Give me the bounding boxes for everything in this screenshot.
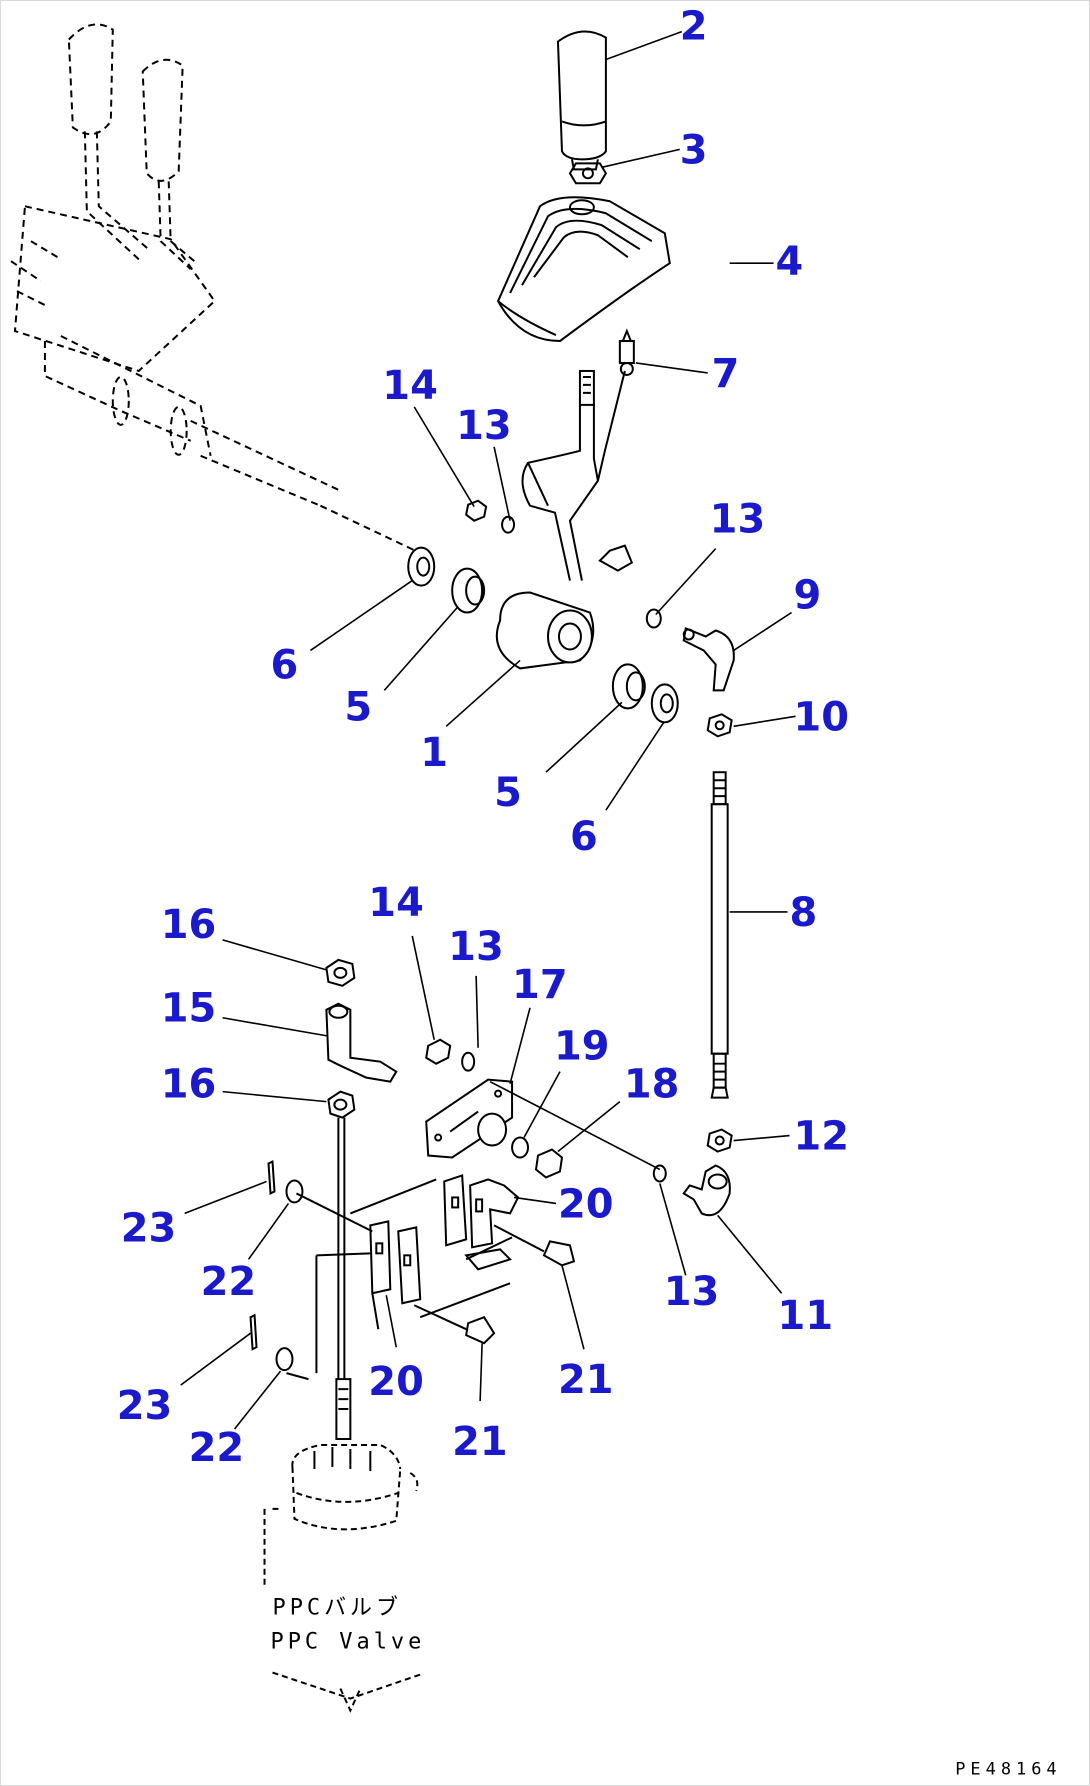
callout-17: 17: [512, 962, 568, 1008]
callout-5-lower: 5: [494, 770, 522, 816]
callout-22-upper: 22: [201, 1259, 257, 1305]
callout-10: 10: [794, 694, 850, 740]
switch: [618, 328, 635, 376]
nut-rod-lower: [706, 1128, 733, 1153]
callout-3: 3: [680, 127, 708, 173]
lever-bracket: [495, 591, 595, 670]
pin-23-lower: [249, 1313, 258, 1351]
callout-5-upper: 5: [344, 684, 372, 730]
clamp-nut-lower: [327, 1090, 356, 1119]
washer-22-upper: [285, 1179, 304, 1204]
bushing-lower: [611, 663, 646, 710]
pin-23-upper: [267, 1159, 276, 1196]
lever-knob: [556, 30, 607, 171]
callout-20-upper: 20: [558, 1181, 614, 1227]
washer-lower-left: [461, 1051, 476, 1072]
seal-lower: [650, 683, 679, 724]
reference-lever-assembly: [10, 23, 416, 552]
bushing-upper: [451, 567, 486, 614]
washer-lower-right: [652, 1164, 667, 1183]
bolt-upper: [493, 1224, 576, 1267]
callout-7: 7: [712, 351, 740, 397]
callout-13-upper-right: 13: [710, 497, 766, 543]
callout-12: 12: [794, 1114, 850, 1160]
lock-nut: [568, 162, 608, 185]
ppc-valve: [263, 1117, 421, 1713]
callout-19: 19: [554, 1024, 610, 1070]
bolt-lower: [413, 1304, 496, 1345]
callout-6-upper: 6: [271, 642, 299, 688]
bracket-upper: [443, 1174, 520, 1271]
control-lever: [521, 369, 634, 581]
nut-18: [534, 1148, 564, 1179]
washer-upper-left: [501, 515, 516, 534]
callout-16-lower: 16: [161, 1062, 217, 1108]
callout-13-lower-right: 13: [664, 1269, 720, 1315]
callout-18: 18: [624, 1062, 680, 1108]
nut-lower: [425, 1038, 452, 1065]
callout-1: 1: [420, 730, 448, 776]
mounting-plate: [425, 1078, 514, 1159]
callout-23-upper: 23: [121, 1205, 177, 1251]
ball-joint-upper: [682, 627, 735, 692]
callout-14-upper: 14: [382, 363, 438, 409]
callout-23-lower: 23: [117, 1383, 173, 1429]
callout-22-lower: 22: [189, 1425, 245, 1471]
callout-8: 8: [790, 890, 818, 936]
callout-9: 9: [794, 573, 822, 619]
washer-22-lower: [275, 1347, 294, 1372]
caption-english: PPC Valve: [271, 1630, 426, 1655]
callout-4: 4: [776, 239, 804, 285]
callout-2: 2: [680, 4, 708, 50]
callout-15: 15: [161, 986, 217, 1032]
clamp-nut-upper: [325, 958, 356, 987]
callout-6-lower: 6: [570, 814, 598, 860]
callout-labels: 2 3 4 7 14 13 13 9 6 5 1 10 5 6 8 16 14 …: [117, 4, 849, 1471]
caption-japanese: PPCバルブ: [273, 1596, 402, 1621]
lever-boot: [496, 196, 671, 343]
callout-16-upper: 16: [161, 902, 217, 948]
seal-upper: [407, 546, 436, 587]
nut-upper: [465, 499, 488, 522]
callout-21-upper: 21: [558, 1357, 614, 1403]
nut-rod-upper: [706, 713, 733, 738]
callout-14-lower: 14: [368, 880, 424, 926]
callout-13-upper-left: 13: [456, 403, 512, 449]
callout-20-lower: 20: [368, 1359, 424, 1405]
rod: [710, 771, 729, 1099]
linkage-lines: [286, 1178, 513, 1381]
callout-11: 11: [778, 1293, 834, 1339]
ball-joint-lower: [682, 1164, 731, 1217]
washer-upper-right: [645, 608, 662, 629]
washer-19: [511, 1136, 530, 1159]
callout-13-lower-left: 13: [448, 924, 504, 970]
clamp: [325, 1002, 398, 1083]
drawing-code: PE48164: [955, 1758, 1061, 1778]
leader-lines: [180, 30, 796, 1430]
bracket-lower: [369, 1220, 422, 1305]
callout-21-lower: 21: [452, 1419, 508, 1465]
